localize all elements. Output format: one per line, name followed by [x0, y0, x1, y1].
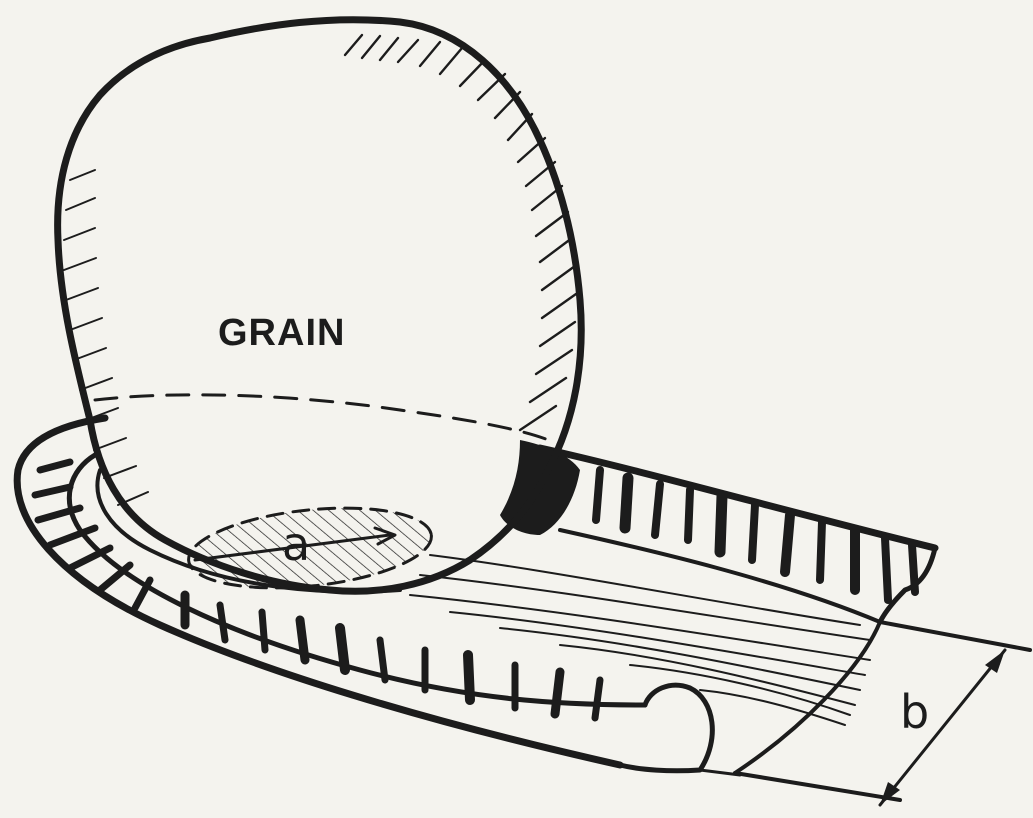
contact-label-a: a: [282, 517, 310, 571]
dimension-extension-top: [880, 622, 1030, 650]
grain-body: [58, 20, 582, 592]
width-label-b: b: [900, 685, 929, 739]
grain-label: GRAIN: [218, 312, 345, 354]
channel-back-wall: [540, 448, 935, 622]
channel-floor: [410, 555, 870, 725]
channel-front-edge: [735, 622, 880, 773]
width-dimension: [735, 622, 1030, 805]
dimension-extension-bottom: [735, 773, 900, 800]
dimension-line-b: [880, 650, 1005, 805]
